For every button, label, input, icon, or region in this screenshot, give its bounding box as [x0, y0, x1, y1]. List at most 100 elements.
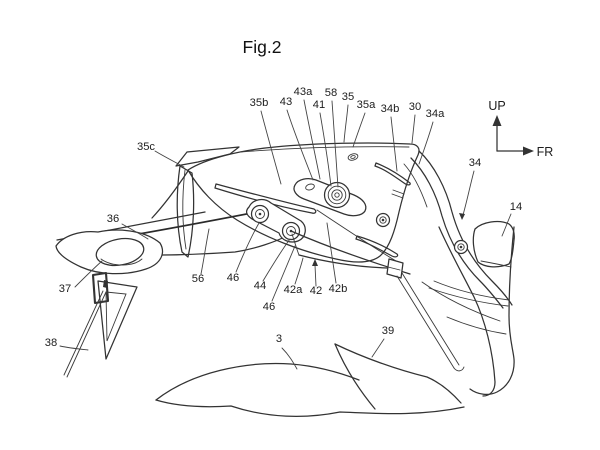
tick-mark-b: [391, 193, 404, 199]
leader-41: [319, 112, 332, 187]
linkage: [245, 198, 306, 243]
label-46-lower: 46: [263, 301, 275, 313]
link-bolt-lower-inner: [286, 226, 296, 236]
leader-46-upper: [235, 222, 260, 273]
stay-strut-tip: [453, 366, 465, 372]
cowl-upper-crescent: [374, 162, 411, 186]
leader-14: [501, 213, 512, 237]
body-lower-band: [446, 316, 507, 335]
cowl-rear-trim-crease: [182, 169, 187, 250]
leader-38: [59, 345, 89, 351]
label-39: 39: [382, 325, 394, 337]
tray-slot: [355, 235, 399, 258]
rear-arm-assembly: [55, 170, 290, 378]
label-34b: 34b: [381, 103, 400, 115]
leader-42a: [294, 257, 304, 285]
stay-rod-right-edge: [66, 291, 107, 378]
lower-tray: [290, 230, 465, 372]
bracket-triangle-outer: [97, 280, 138, 360]
leader-34: [462, 170, 475, 216]
label-42a: 42a: [284, 284, 303, 296]
leader-42b: [326, 222, 337, 284]
rail-bolt-lower-center: [459, 245, 463, 249]
stay-strut-edge-a: [396, 275, 455, 369]
fr-arrowhead-icon: [523, 146, 534, 156]
figure-title: Fig.2: [243, 37, 282, 57]
rail-bolt-upper-inner: [379, 216, 387, 224]
leader-34b: [390, 116, 398, 172]
label-41: 41: [313, 99, 325, 111]
stay-rod-left-edge: [63, 290, 104, 376]
leader-36: [121, 223, 149, 240]
leader-43: [286, 109, 314, 181]
orientation-up-label: UP: [488, 99, 505, 113]
link-bolt-upper-inner: [255, 209, 265, 219]
cowl-top-tab: [175, 146, 240, 167]
leader-56: [200, 228, 210, 275]
label-36: 36: [107, 213, 119, 225]
label-34: 34: [469, 157, 481, 169]
leader-42-arrowhead: [312, 259, 318, 266]
bolt-58-ring3: [331, 189, 343, 201]
rail-bolt-upper-center: [381, 218, 385, 222]
body-cross-band-b: [433, 280, 510, 301]
label-42: 42: [310, 285, 322, 297]
plate-light-housing: [55, 229, 164, 275]
fin-right-edge: [334, 343, 462, 404]
label-43: 43: [280, 96, 292, 108]
label-35c: 35c: [137, 141, 155, 153]
bolt-58-ring2: [327, 185, 347, 205]
tray-left-edge: [291, 233, 300, 256]
label-44: 44: [254, 280, 266, 292]
leader-44: [262, 238, 291, 282]
reference-labels: 35c 35b 43 43a 41 58 35 35a 34b 30 34a 3…: [45, 86, 522, 349]
up-arrowhead-icon: [492, 115, 502, 126]
body-inner-curve: [421, 281, 501, 322]
label-56: 56: [192, 273, 204, 285]
wheel-bottom-arc: [155, 399, 465, 417]
leader-39: [371, 338, 385, 358]
label-34a: 34a: [426, 108, 445, 120]
label-58: 58: [325, 87, 337, 99]
stay-mount-block-edge: [387, 266, 401, 271]
tick-mark-a: [392, 189, 405, 195]
body-cross-band-a: [428, 287, 509, 307]
seat-rail-and-bodywork: [375, 150, 515, 397]
wheel-top-arc: [155, 362, 360, 401]
cowl-top-rim: [239, 146, 410, 153]
leader-46-lower: [271, 245, 296, 302]
panel-14: [472, 220, 515, 268]
label-30: 30: [409, 101, 421, 113]
leader-35c: [154, 150, 185, 168]
grommet-outer: [347, 153, 359, 161]
body-band-rail-end: [480, 260, 512, 268]
rail-bolt-lower-inner: [457, 243, 465, 251]
label-43a: 43a: [294, 86, 313, 98]
leader-35: [343, 104, 349, 143]
rear-cowl: [175, 142, 420, 263]
label-3: 3: [276, 333, 282, 345]
leader-34-arrowhead: [459, 213, 465, 220]
cowl-side-slot: [214, 183, 317, 214]
cowl-outline: [187, 142, 420, 263]
bracket-triangle-inner: [105, 291, 127, 342]
leader-35a: [352, 112, 366, 148]
rail-short-crease: [403, 163, 428, 208]
cowl-rear-trim-35c: [176, 165, 195, 258]
tray-bottom-edge: [298, 254, 388, 269]
stay-strut-edge-b: [401, 272, 460, 366]
cowl-tip-junction: [151, 170, 189, 219]
orientation-indicator: UP FR: [488, 99, 553, 159]
leader-35b: [260, 110, 282, 185]
mount-plate-hole: [305, 183, 315, 191]
bolt-58-center: [334, 192, 340, 198]
leader-3: [281, 347, 298, 370]
label-35a: 35a: [357, 99, 376, 111]
label-35: 35: [342, 91, 354, 103]
rear-wheel-and-fin: [155, 343, 465, 417]
label-42b: 42b: [329, 283, 348, 295]
housing-inner-lip: [100, 258, 143, 266]
label-38: 38: [45, 337, 57, 349]
